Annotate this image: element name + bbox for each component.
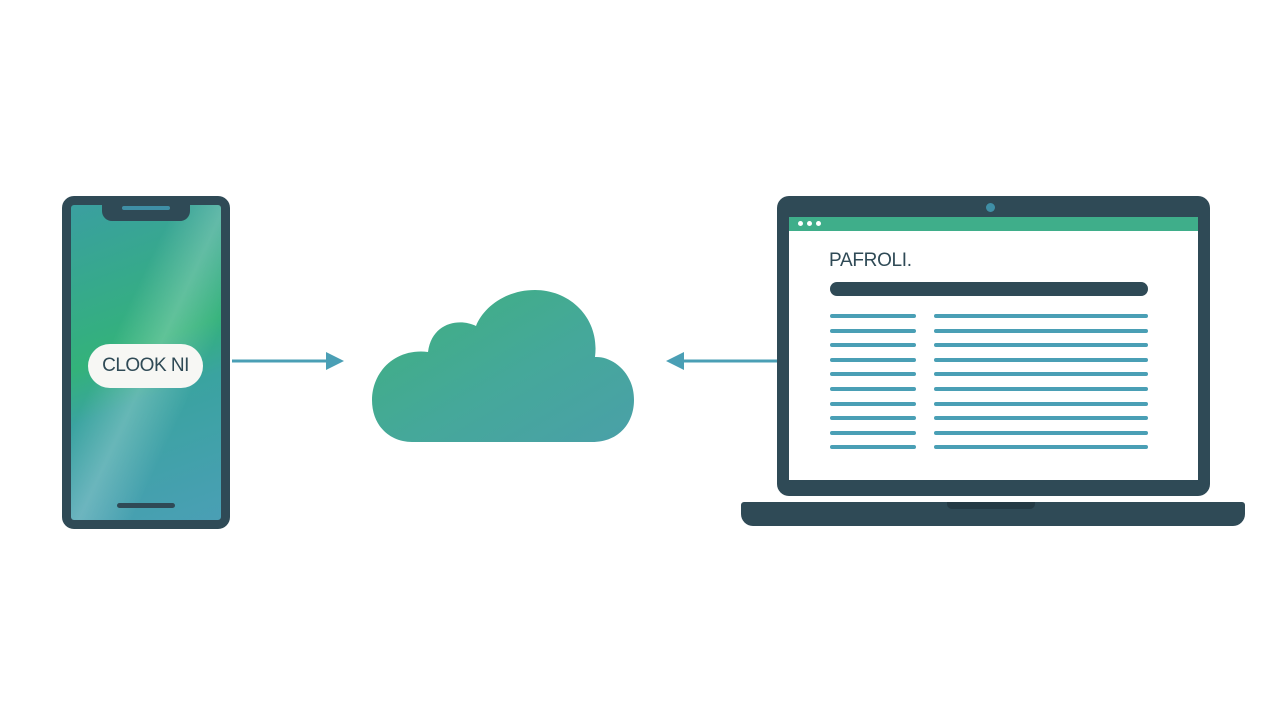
table-row-line — [934, 357, 1148, 362]
table-row-line — [934, 314, 1148, 318]
table-row-line — [934, 372, 1148, 377]
table-row-line — [830, 343, 916, 348]
cloud-icon — [372, 290, 634, 442]
phone-speaker — [122, 206, 170, 210]
arrow-right-icon — [232, 352, 344, 370]
table-row-line — [934, 416, 1148, 421]
laptop-screen: PAFROLI. — [789, 217, 1198, 480]
table-row-line — [830, 328, 916, 333]
phone-home-indicator — [117, 503, 175, 508]
table-row-line — [830, 314, 916, 318]
phone-notch — [102, 205, 190, 221]
table-row-line — [934, 401, 1148, 406]
table-row-line — [830, 357, 916, 362]
window-dot — [798, 221, 803, 226]
arrow-left-icon — [666, 352, 778, 370]
table-row-line — [830, 387, 916, 391]
window-dot — [807, 221, 812, 226]
laptop-icon: PAFROLI. — [777, 196, 1210, 496]
table-row-line — [830, 445, 916, 450]
laptop-groove — [947, 502, 1035, 509]
table-row-line — [934, 445, 1148, 450]
table-row-line — [830, 372, 916, 377]
table-row-line — [830, 416, 916, 421]
table-row-line — [934, 328, 1148, 333]
clock-in-button[interactable]: CLOOK NI — [88, 344, 203, 388]
table-row-line — [934, 387, 1148, 391]
table-row-line — [830, 401, 916, 406]
table-row-line — [830, 430, 916, 435]
laptop-camera — [986, 203, 995, 212]
table-row-line — [934, 343, 1148, 348]
table-row-line — [934, 430, 1148, 435]
window-dot — [816, 221, 821, 226]
browser-title-bar — [789, 217, 1198, 231]
laptop-base — [741, 502, 1245, 526]
payroll-title: PAFROLI. — [829, 250, 912, 271]
smartphone-icon: CLOOK NI — [62, 196, 230, 529]
table-header-bar — [830, 282, 1148, 296]
